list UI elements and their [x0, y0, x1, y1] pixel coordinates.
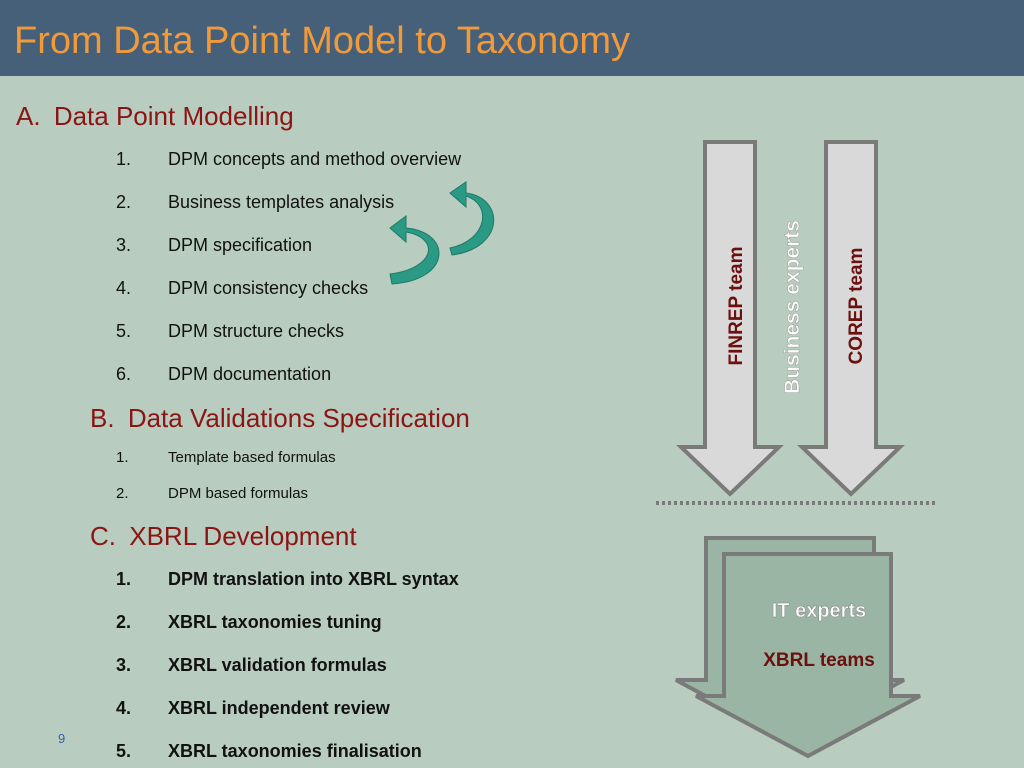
- list-item-number: 1.: [116, 449, 129, 466]
- section-b-heading: B. Data Validations Specification: [90, 405, 470, 431]
- section-a-heading: A. Data Point Modelling: [16, 103, 294, 129]
- list-item-number: 2.: [116, 612, 132, 632]
- list-item-text: DPM consistency checks: [168, 278, 369, 298]
- cycle-arrow-lower: [389, 215, 440, 285]
- list-item-text: DPM based formulas: [168, 485, 309, 502]
- section-c-heading: C. XBRL Development: [90, 523, 357, 549]
- corep-arrow: [797, 140, 905, 497]
- finrep-label: FINREP team: [726, 247, 747, 366]
- list-item-text: DPM translation into XBRL syntax: [168, 569, 459, 589]
- list-item-number: 1.: [116, 149, 132, 169]
- list-item-text: DPM specification: [168, 235, 313, 255]
- page-number: 9: [58, 731, 66, 746]
- list-item-text: DPM documentation: [168, 364, 332, 384]
- finrep-arrow: [676, 140, 784, 497]
- title-bar: [0, 0, 1024, 76]
- it-experts-label: IT experts: [772, 600, 866, 622]
- list-item-text: Business templates analysis: [168, 192, 395, 212]
- list-item-number: 4.: [116, 278, 132, 298]
- corep-label: COREP team: [846, 248, 867, 365]
- section-b-letter: B.: [90, 403, 115, 433]
- list-item-text: XBRL independent review: [168, 698, 390, 718]
- section-b-title: Data Validations Specification: [127, 403, 470, 433]
- list-item-number: 5.: [116, 741, 132, 761]
- list-item-number: 2.: [116, 485, 129, 502]
- list-item-text: XBRL validation formulas: [168, 655, 387, 675]
- list-item-text: Template based formulas: [168, 449, 336, 466]
- list-item-number: 4.: [116, 698, 132, 718]
- list-item-number: 3.: [116, 235, 132, 255]
- list-item-text: DPM structure checks: [168, 321, 345, 341]
- section-c-title: XBRL Development: [129, 521, 357, 551]
- section-a-title: Data Point Modelling: [53, 101, 294, 131]
- slide-title: From Data Point Model to Taxonomy: [14, 20, 631, 62]
- section-a-letter: A.: [16, 101, 41, 131]
- cycle-arrow-upper: [449, 181, 494, 256]
- list-item-text: XBRL taxonomies finalisation: [168, 741, 422, 761]
- list-item-number: 2.: [116, 192, 132, 212]
- list-item-text: XBRL taxonomies tuning: [168, 612, 382, 632]
- it-arrow-front: [695, 552, 921, 759]
- xbrl-teams-label: XBRL teams: [763, 650, 875, 671]
- list-item-number: 1.: [116, 569, 132, 589]
- list-item-number: 3.: [116, 655, 132, 675]
- list-item-text: DPM concepts and method overview: [168, 149, 462, 169]
- list-item-number: 6.: [116, 364, 132, 384]
- business-experts-label: Business experts: [781, 220, 804, 394]
- section-c-letter: C.: [90, 521, 116, 551]
- list-item-number: 5.: [116, 321, 132, 341]
